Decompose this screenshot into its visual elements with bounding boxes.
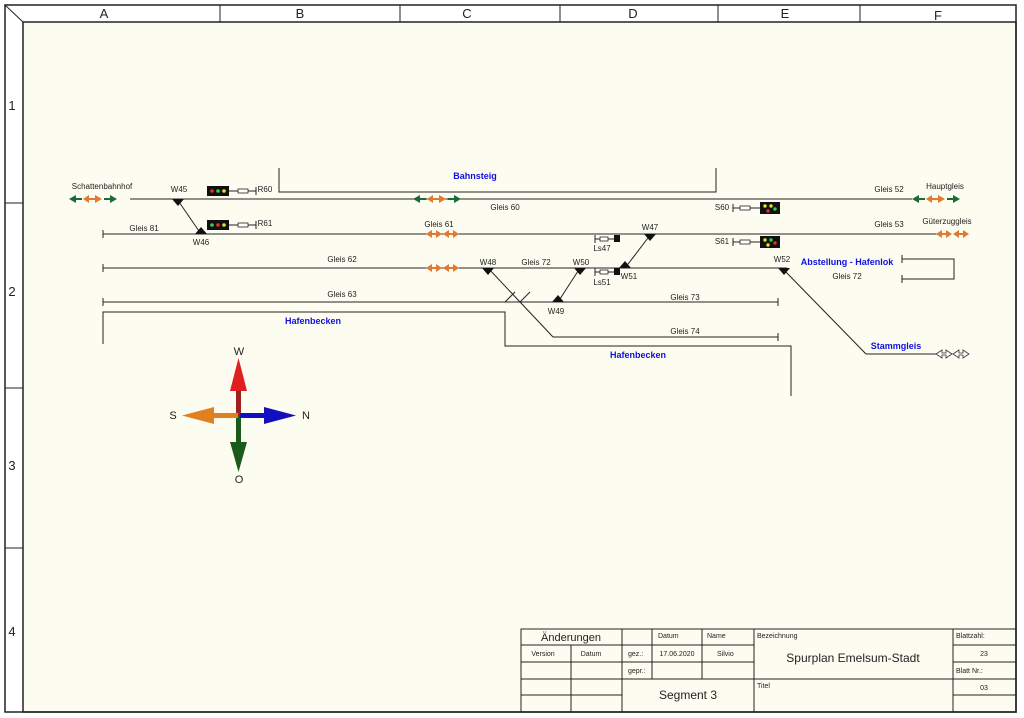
label-w48: W48 — [480, 258, 497, 267]
label-s61: S61 — [715, 237, 730, 246]
switch-w45-marker — [172, 199, 184, 206]
row-label-4: 4 — [8, 624, 15, 639]
title-block-blattzahl-label: Blattzahl: — [956, 633, 985, 640]
label-w51: W51 — [621, 272, 638, 281]
column-grid — [219, 5, 861, 22]
row-grid — [5, 202, 23, 549]
label-gleis53: Gleis 53 — [874, 220, 904, 229]
signal-ls47[interactable] — [594, 235, 620, 243]
signal-r61[interactable] — [207, 220, 257, 230]
column-label-c: C — [462, 6, 471, 21]
label-ls51: Ls51 — [593, 278, 611, 287]
switch-w46-marker — [195, 227, 207, 234]
label-gleis62: Gleis 62 — [327, 255, 357, 264]
title-block-segment: Segment 3 — [659, 688, 717, 702]
label-abstellung: Abstellung - Hafenlok — [801, 257, 894, 267]
label-hafenbecken-mid: Hafenbecken — [610, 350, 666, 360]
title-block — [520, 628, 1017, 713]
label-ls47: Ls47 — [593, 244, 611, 253]
column-label-f: F — [934, 8, 942, 23]
signal-ls51[interactable] — [594, 268, 620, 276]
title-block-bezeichnung: Spurplan Emelsum-Stadt — [786, 651, 920, 665]
signal-s60[interactable] — [732, 202, 780, 214]
signal-r60[interactable] — [207, 186, 257, 196]
sheet-border — [4, 4, 1017, 713]
compass-rose — [182, 358, 296, 472]
label-gleis60: Gleis 60 — [490, 203, 520, 212]
title-block-name-header: Name — [707, 633, 726, 640]
title-block-datum-header: Datum — [658, 633, 679, 640]
label-hauptgleis: Hauptgleis — [926, 182, 964, 191]
row-label-1: 1 — [8, 98, 15, 113]
drawing-sheet — [22, 21, 1017, 713]
compass-south-label: S — [169, 410, 176, 422]
column-label-a: A — [100, 6, 109, 21]
compass-east-label: O — [235, 474, 244, 486]
label-gleis72-lower: Gleis 72 — [832, 272, 862, 281]
title-block-gez-name: Silvio — [717, 651, 734, 658]
title-block-titel-label: Titel — [757, 683, 770, 690]
switch-w51-marker — [619, 261, 631, 268]
switch-w52-marker — [778, 268, 790, 275]
label-r60: R60 — [258, 185, 273, 194]
title-block-changes: Änderungen — [541, 632, 601, 644]
compass-west-label: W — [234, 346, 245, 358]
row-label-2: 2 — [8, 284, 15, 299]
column-label-e: E — [781, 6, 790, 21]
title-block-gez-date: 17.06.2020 — [659, 651, 694, 658]
label-w46: W46 — [193, 238, 210, 247]
title-block-version-header: Version — [531, 651, 554, 658]
title-block-gepr-label: gepr.: — [628, 668, 646, 675]
switch-markers — [172, 199, 790, 302]
title-block-blatt-nr-label: Blatt Nr.: — [956, 668, 983, 675]
title-block-bezeichnung-label: Bezeichnung — [757, 633, 798, 640]
label-gleis61: Gleis 61 — [424, 220, 454, 229]
switch-w49-marker — [552, 295, 564, 302]
column-label-b: B — [296, 6, 305, 21]
compass-north-label: N — [302, 410, 310, 422]
label-gueterzuggleis: Güterzuggleis — [922, 217, 971, 226]
label-gleis74: Gleis 74 — [670, 327, 700, 336]
label-gleis63: Gleis 63 — [327, 290, 357, 299]
label-r61: R61 — [258, 219, 273, 228]
title-block-blatt-nr: 03 — [980, 685, 988, 692]
label-stammgleis: Stammgleis — [871, 341, 922, 351]
label-gleis81: Gleis 81 — [129, 224, 159, 233]
label-w52: W52 — [774, 255, 791, 264]
label-w45: W45 — [171, 185, 188, 194]
label-w47: W47 — [642, 223, 659, 232]
switch-w50-marker — [574, 268, 586, 275]
arrow-stammgleis — [935, 349, 970, 359]
label-schattenbahnhof: Schattenbahnhof — [72, 182, 133, 191]
row-label-3: 3 — [8, 458, 15, 473]
column-label-d: D — [628, 6, 637, 21]
title-block-blattzahl: 23 — [980, 651, 988, 658]
switch-w47-marker — [644, 234, 656, 241]
label-bahnsteig: Bahnsteig — [453, 171, 497, 181]
signal-s61[interactable] — [732, 236, 780, 248]
switch-w48-marker — [482, 268, 494, 275]
label-w49: W49 — [548, 307, 565, 316]
title-block-gez-label: gez.: — [628, 651, 643, 658]
track-lines — [102, 168, 955, 396]
label-gleis52: Gleis 52 — [874, 185, 904, 194]
label-gleis72-upper: Gleis 72 — [521, 258, 551, 267]
title-block-datum-column: Datum — [581, 651, 602, 658]
label-s60: S60 — [715, 203, 730, 212]
label-gleis73: Gleis 73 — [670, 293, 700, 302]
label-hafenbecken-left: Hafenbecken — [285, 316, 341, 326]
label-w50: W50 — [573, 258, 590, 267]
